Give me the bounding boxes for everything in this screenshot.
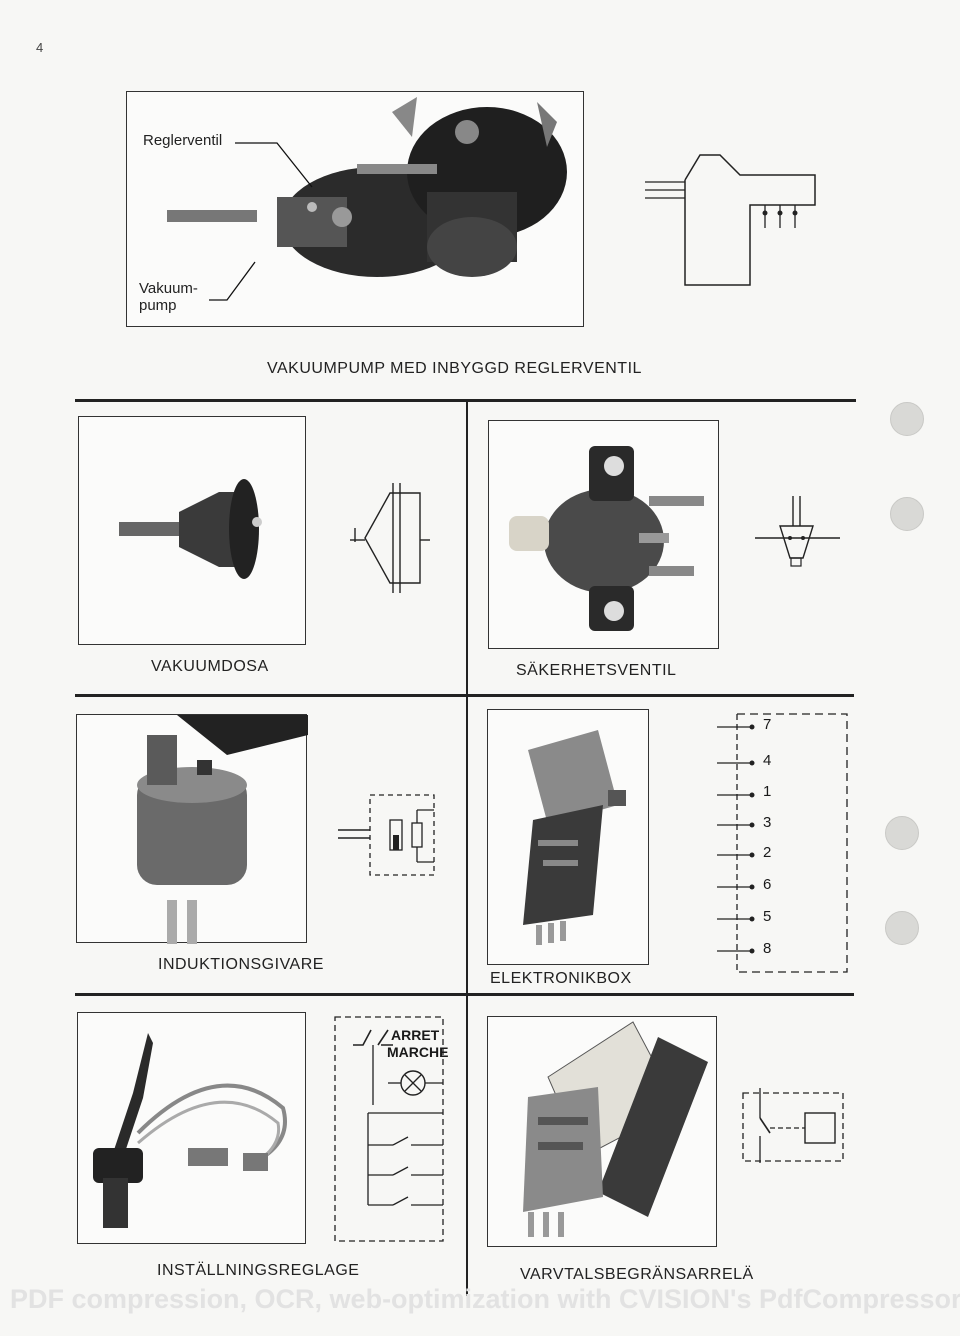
elektronikbox-schematic (717, 713, 848, 973)
vakuumpump-label-line2: pump (139, 297, 177, 314)
punch-hole (890, 497, 924, 531)
punch-hole (885, 911, 919, 945)
installningsreglage-schematic (334, 1016, 444, 1242)
caption-vakuumpump: VAKUUMPUMP MED INBYGGD REGLERVENTIL (267, 360, 642, 377)
rule-3 (75, 993, 854, 996)
sakerhetsventil-photo-art (509, 446, 704, 631)
vakuumpump-photo-art (167, 97, 567, 301)
varvtalsbegransarrela-schematic (742, 1088, 844, 1163)
terminal-label: 5 (763, 908, 772, 925)
caption-sakerhetsventil: SÄKERHETSVENTIL (516, 662, 677, 679)
installningsreglage-photo-art (93, 1033, 287, 1228)
rule-1 (75, 399, 856, 402)
sakerhetsventil-schematic (755, 496, 840, 567)
terminal-label: 2 (763, 844, 772, 861)
vakuumpump-label-line1: Vakuum- (139, 280, 198, 297)
switch-label-arret: ARRET (391, 1027, 440, 1043)
terminal-label: 1 (763, 783, 772, 800)
terminal-label: 7 (763, 716, 772, 733)
watermark: PDF compression, OCR, web-optimization w… (10, 1284, 960, 1314)
caption-elektronikbox: ELEKTRONIKBOX (490, 970, 632, 987)
caption-vakuumdosa: VAKUUMDOSA (151, 658, 269, 675)
terminal-label: 3 (763, 814, 772, 831)
terminal-label: 8 (763, 940, 772, 957)
vakuumdosa-photo-art (119, 479, 262, 579)
caption-induktionsgivare: INDUKTIONSGIVARE (158, 956, 324, 973)
vakuumdosa-photo (78, 416, 306, 645)
induktionsgivare-photo-art (137, 715, 308, 944)
caption-installningsreglage: INSTÄLLNINGSREGLAGE (157, 1262, 360, 1279)
terminal-label: 6 (763, 876, 772, 893)
induktionsgivare-schematic (338, 794, 435, 876)
punch-hole (885, 816, 919, 850)
reglerventil-label: Reglerventil (143, 132, 223, 149)
elektronikbox-photo-art (523, 730, 626, 945)
varvtalsbegransarrela-photo-art (523, 1021, 708, 1237)
punch-hole (890, 402, 924, 436)
rule-2 (75, 694, 854, 697)
terminal-label: 4 (763, 752, 772, 769)
induktionsgivare-photo (76, 714, 308, 944)
page-number: 4 (36, 40, 44, 55)
vakuumpump-schematic (645, 154, 816, 286)
vakuumdosa-schematic (350, 483, 430, 593)
vakuumpump-photo: Reglerventil Vakuum- pump (126, 91, 584, 327)
installningsreglage-photo (77, 1012, 306, 1244)
switch-label-marche: MARCHE (387, 1044, 449, 1060)
terminal-strip (717, 724, 755, 954)
caption-varvtalsbegransarrela: VARVTALSBEGRÄNSARRELÄ (520, 1266, 754, 1283)
sakerhetsventil-photo (488, 420, 719, 649)
varvtalsbegransarrela-photo (487, 1016, 717, 1247)
center-divider (466, 401, 468, 1296)
elektronikbox-photo (487, 709, 649, 965)
